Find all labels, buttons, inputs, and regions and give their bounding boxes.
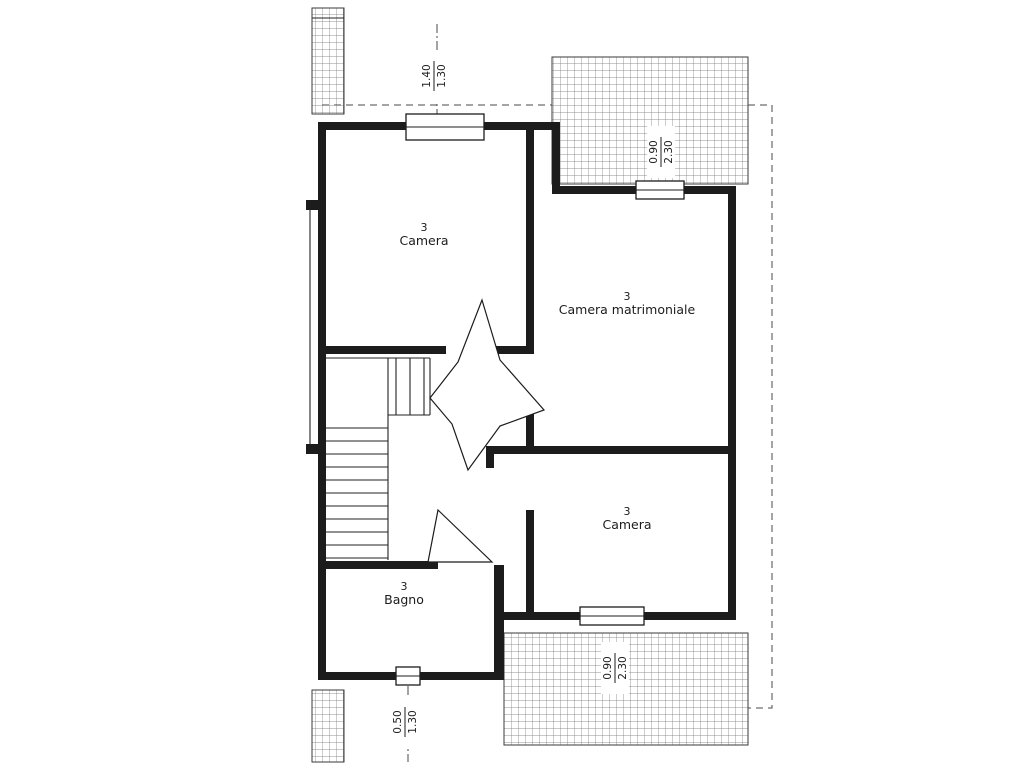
wall-bottom-right-b bbox=[644, 612, 736, 620]
room-camera1-name: Camera bbox=[399, 233, 448, 248]
wall-step bbox=[552, 122, 560, 194]
wall-hall-stub-h bbox=[486, 446, 526, 454]
room-labels: 3 Camera 3 Camera matrimoniale 3 Camera … bbox=[384, 221, 695, 607]
dim-top-right-window: 0.90 2.30 bbox=[647, 126, 675, 178]
door-swing-star bbox=[429, 298, 546, 472]
wall-hall-stub-v bbox=[486, 446, 494, 468]
stair-outline bbox=[326, 357, 431, 560]
wall-bagno-bottom-a bbox=[318, 672, 396, 680]
svg-text:1.30: 1.30 bbox=[436, 64, 448, 87]
walls bbox=[306, 122, 736, 680]
wall-top-b bbox=[484, 122, 560, 130]
dim-bagno-window: 0.50 1.30 bbox=[391, 696, 419, 748]
staircase bbox=[326, 357, 431, 560]
window-top bbox=[405, 113, 485, 141]
window-top-right bbox=[635, 180, 685, 200]
room-matrimoniale-name: Camera matrimoniale bbox=[559, 302, 696, 317]
svg-text:2.30: 2.30 bbox=[663, 140, 675, 163]
room-matrimoniale-number: 3 bbox=[624, 290, 631, 303]
bagno-door-swing bbox=[427, 508, 494, 563]
room-camera1-number: 3 bbox=[421, 221, 428, 234]
svg-text:1.40: 1.40 bbox=[421, 64, 433, 87]
wall-bottom-right-a bbox=[496, 612, 580, 620]
wall-matrimoniale-left-a bbox=[526, 194, 534, 354]
dim-bottom-window: 0.90 2.30 bbox=[601, 642, 629, 694]
room-camera2-number: 3 bbox=[624, 505, 631, 518]
windows bbox=[395, 113, 685, 686]
wall-camera1-bottom-b bbox=[490, 346, 534, 354]
window-bottom bbox=[579, 606, 645, 626]
wall-bagno-bottom-b bbox=[420, 672, 504, 680]
balcony-areas bbox=[311, 7, 749, 763]
hatch-strip-bottom-left bbox=[311, 689, 345, 763]
dim-top-window: 1.40 1.30 bbox=[420, 50, 448, 102]
room-bagno-name: Bagno bbox=[384, 592, 424, 607]
window-bagno bbox=[395, 666, 421, 686]
wall-matrimoniale-left-b bbox=[526, 414, 534, 454]
svg-text:0.90: 0.90 bbox=[648, 140, 660, 163]
svg-text:1.30: 1.30 bbox=[407, 710, 419, 733]
wall-camera2-left bbox=[526, 510, 534, 612]
wall-top-right-a bbox=[552, 186, 636, 194]
wall-left-exterior bbox=[318, 122, 326, 680]
wall-top-right-b bbox=[684, 186, 736, 194]
wall-neighbor-stub-bottom bbox=[306, 444, 320, 454]
wall-right-exterior bbox=[728, 186, 736, 620]
wall-top-a bbox=[318, 122, 406, 130]
room-camera2-name: Camera bbox=[602, 517, 651, 532]
wall-neighbor-stub-top bbox=[306, 200, 320, 210]
stair-lower-treads bbox=[326, 427, 388, 559]
hatch-strip-top-left bbox=[311, 7, 345, 115]
svg-text:0.50: 0.50 bbox=[392, 710, 404, 733]
wall-mid-horizontal bbox=[526, 446, 736, 454]
svg-text:0.90: 0.90 bbox=[602, 656, 614, 679]
dimension-labels: 1.40 1.30 0.90 2.30 0.90 2.30 0.50 1.30 bbox=[391, 50, 675, 748]
door-swings bbox=[427, 298, 546, 563]
wall-bagno-right bbox=[494, 565, 504, 680]
wall-bagno-top bbox=[326, 561, 438, 569]
stair-upper-treads bbox=[395, 358, 425, 415]
room-bagno-number: 3 bbox=[401, 580, 408, 593]
wall-camera1-bottom-a bbox=[326, 346, 446, 354]
svg-text:2.30: 2.30 bbox=[617, 656, 629, 679]
